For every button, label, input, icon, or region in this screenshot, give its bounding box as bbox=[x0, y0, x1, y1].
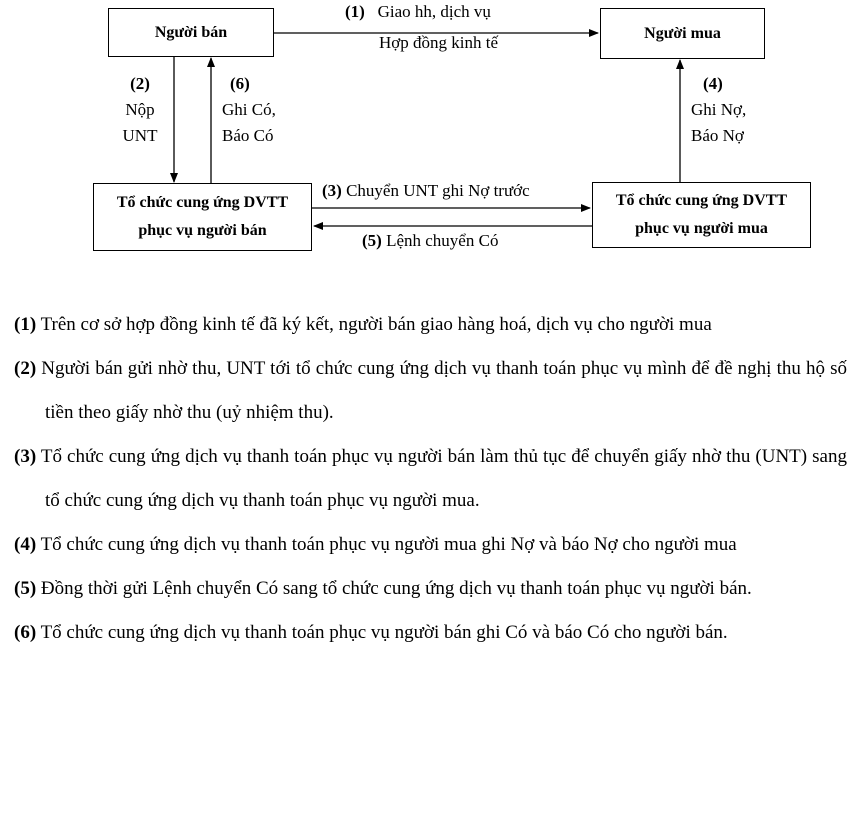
step-6-description: (6) Tổ chức cung ứng dịch vụ thanh toán … bbox=[14, 611, 847, 655]
step-4-number: (4) bbox=[14, 534, 37, 555]
edge-6-label: (6) Ghi Có, Báo Có bbox=[222, 73, 276, 147]
step-2-number: (2) bbox=[14, 358, 37, 379]
edge-3-text: Chuyển UNT ghi Nợ trước bbox=[346, 181, 530, 200]
node-buyer-label: Người mua bbox=[644, 24, 721, 42]
edge-5-text: Lệnh chuyển Có bbox=[386, 231, 499, 250]
node-psp-buyer-line2: phục vụ người mua bbox=[635, 220, 768, 237]
edge-6-number: (6) bbox=[230, 74, 250, 93]
step-4-text: Tổ chức cung ứng dịch vụ thanh toán phục… bbox=[40, 534, 737, 555]
step-2-text: Người bán gửi nhờ thu, UNT tới tổ chức c… bbox=[41, 358, 848, 423]
node-psp-buyer-line1: Tổ chức cung ứng DVTT bbox=[615, 192, 788, 209]
edge-4-number: (4) bbox=[703, 74, 723, 93]
step-1-number: (1) bbox=[14, 314, 37, 335]
edge-2-number: (2) bbox=[130, 74, 150, 93]
edge-6-text-1: Ghi Có, bbox=[222, 100, 276, 119]
node-psp-seller-line2: phục vụ người bán bbox=[138, 222, 267, 239]
node-seller: Người bán bbox=[108, 8, 274, 57]
edge-5-number: (5) bbox=[362, 231, 382, 250]
step-5-description: (5) Đồng thời gửi Lệnh chuyển Có sang tổ… bbox=[14, 567, 847, 611]
node-psp-buyer: Tổ chức cung ứng DVTT phục vụ người mua bbox=[592, 182, 811, 248]
step-1-text: Trên cơ sở hợp đồng kinh tế đã ký kết, n… bbox=[40, 314, 712, 335]
edge-1-text: Giao hh, dịch vụ bbox=[377, 2, 491, 21]
edge-5-label: (5) Lệnh chuyển Có bbox=[362, 230, 498, 252]
step-2-description: (2) Người bán gửi nhờ thu, UNT tới tổ ch… bbox=[14, 347, 847, 435]
diagram-arrows bbox=[170, 29, 684, 230]
edge-6-text-2: Báo Có bbox=[222, 126, 274, 145]
node-psp-seller-line1: Tổ chức cung ứng DVTT bbox=[116, 194, 289, 211]
edge-1-number: (1) bbox=[345, 2, 365, 21]
edge-3-label: (3) Chuyển UNT ghi Nợ trước bbox=[322, 180, 530, 202]
edge-4-text-2: Báo Nợ bbox=[691, 126, 744, 145]
step-4-description: (4) Tổ chức cung ứng dịch vụ thanh toán … bbox=[14, 523, 847, 567]
edge-1-label-bottom: Hợp đồng kinh tế bbox=[379, 33, 499, 52]
step-3-number: (3) bbox=[14, 446, 37, 467]
step-1-description: (1) Trên cơ sở hợp đồng kinh tế đã ký kế… bbox=[14, 303, 847, 347]
step-3-description: (3) Tổ chức cung ứng dịch vụ thanh toán … bbox=[14, 435, 847, 523]
step-descriptions: (1) Trên cơ sở hợp đồng kinh tế đã ký kế… bbox=[14, 303, 847, 655]
node-psp-seller: Tổ chức cung ứng DVTT phục vụ người bán bbox=[93, 183, 312, 251]
edge-2-text-2: UNT bbox=[122, 126, 158, 145]
edge-1-label-top: (1) Giao hh, dịch vụ bbox=[345, 1, 491, 23]
edge-3-number: (3) bbox=[322, 181, 342, 200]
step-6-text: Tổ chức cung ứng dịch vụ thanh toán phục… bbox=[40, 622, 728, 643]
edge-4-text-1: Ghi Nợ, bbox=[691, 100, 747, 119]
step-6-number: (6) bbox=[14, 622, 37, 643]
edge-4-label: (4) Ghi Nợ, Báo Nợ bbox=[691, 73, 746, 147]
step-3-text: Tổ chức cung ứng dịch vụ thanh toán phục… bbox=[40, 446, 847, 511]
edge-2-label: (2) Nộp UNT bbox=[117, 73, 163, 147]
step-5-number: (5) bbox=[14, 578, 37, 599]
node-seller-label: Người bán bbox=[154, 23, 228, 41]
step-5-text: Đồng thời gửi Lệnh chuyển Có sang tổ chứ… bbox=[40, 578, 752, 599]
edge-2-text-1: Nộp bbox=[125, 100, 155, 119]
node-buyer: Người mua bbox=[600, 8, 765, 59]
